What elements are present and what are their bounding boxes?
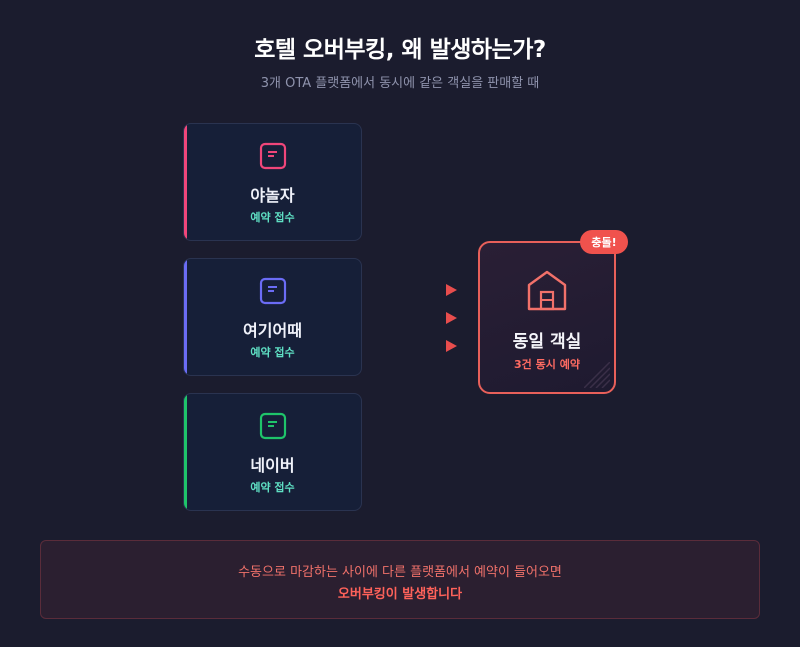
platform-status: 예약 접수 bbox=[250, 481, 295, 494]
corner-hatch bbox=[584, 362, 610, 388]
card-accent-bar bbox=[184, 394, 187, 510]
platform-name: 여기어때 bbox=[243, 321, 302, 340]
arrow-2 bbox=[383, 312, 457, 324]
room-name: 동일 객실 bbox=[512, 332, 582, 352]
arrow-3 bbox=[383, 340, 457, 352]
booking-arrows bbox=[383, 284, 457, 352]
room-box: 동일 객실 3건 동시 예약 bbox=[478, 241, 616, 394]
platform-card-yanolja: 야놀자 예약 접수 bbox=[183, 123, 362, 241]
page-title: 호텔 오버부킹, 왜 발생하는가? bbox=[254, 37, 546, 63]
card-accent-bar bbox=[184, 259, 187, 375]
platform-status: 예약 접수 bbox=[250, 211, 295, 224]
platform-status: 예약 접수 bbox=[250, 346, 295, 359]
notice-line-2: 오버부킹이 발생합니다 bbox=[337, 587, 463, 602]
platform-card-yeogieottae: 여기어때 예약 접수 bbox=[183, 258, 362, 376]
arrow-1 bbox=[383, 284, 457, 296]
warning-notice: 수동으로 마감하는 사이에 다른 플랫폼에서 예약이 들어오면 오버부킹이 발생… bbox=[40, 540, 760, 619]
house-icon bbox=[527, 270, 567, 311]
conflict-badge: 충돌! bbox=[580, 230, 628, 254]
document-icon bbox=[259, 412, 286, 440]
platform-card-naver: 네이버 예약 접수 bbox=[183, 393, 362, 511]
platform-name: 네이버 bbox=[250, 456, 295, 475]
room-status: 3건 동시 예약 bbox=[514, 358, 580, 371]
platform-name: 야놀자 bbox=[250, 186, 295, 205]
document-icon bbox=[259, 142, 286, 170]
card-accent-bar bbox=[184, 124, 187, 240]
document-icon bbox=[259, 277, 286, 305]
page-subtitle: 3개 OTA 플랫폼에서 동시에 같은 객실을 판매할 때 bbox=[260, 76, 540, 91]
notice-line-1: 수동으로 마감하는 사이에 다른 플랫폼에서 예약이 들어오면 bbox=[238, 565, 562, 580]
